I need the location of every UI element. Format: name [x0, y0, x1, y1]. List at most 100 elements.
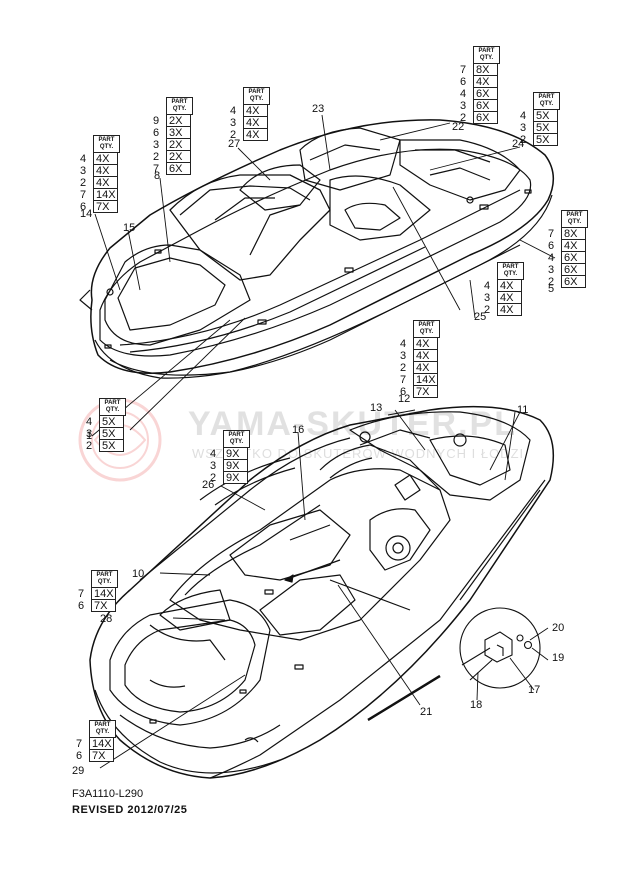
qty-row-quantity: 7X	[89, 750, 114, 762]
qty-row-quantity: 5X	[99, 440, 124, 452]
qty-row-quantity: 4X	[473, 76, 498, 88]
qty-row-quantity: 5X	[533, 110, 558, 122]
qty-row-code: 2	[80, 177, 87, 189]
qty-row: 9 2X	[153, 115, 193, 127]
qty-row-code: 2	[400, 362, 407, 374]
qty-row-quantity: 4X	[243, 129, 268, 141]
qty-table-header: PART QTY.	[89, 720, 116, 738]
figure-code: F3A1110-L290	[72, 788, 144, 800]
qty-row-code: 3	[230, 117, 237, 129]
callout-11: 11	[517, 404, 529, 416]
qty-row-quantity: 9X	[223, 472, 248, 484]
qty-row-code: 2	[210, 472, 217, 484]
callout-16: 16	[292, 424, 305, 436]
qty-row-quantity: 7X	[413, 386, 438, 398]
qty-row-code: 3	[80, 165, 87, 177]
callout-1: 1	[86, 430, 93, 442]
qty-row-quantity: 5X	[533, 122, 558, 134]
qty-table-header: PART QTY.	[243, 87, 270, 105]
qty-row-code: 2	[153, 151, 160, 163]
qty-row-quantity: 5X	[533, 134, 558, 146]
qty-row-code: 6	[400, 386, 407, 398]
qty-row-code: 2	[230, 129, 237, 141]
qty-table-header: PART QTY.	[93, 135, 120, 153]
qty-row-code: 2	[460, 112, 467, 124]
qty-row-code: 6	[460, 76, 467, 88]
qty-row-quantity: 5X	[99, 428, 124, 440]
qty-row-quantity: 4X	[413, 338, 438, 350]
qty-row-code: 7	[76, 738, 83, 750]
qty-row-quantity: 14X	[91, 588, 116, 600]
qty-row: 7 14X	[76, 738, 116, 750]
qty-row-code: 3	[548, 264, 555, 276]
qty-row-code: 3	[460, 100, 467, 112]
qty-row-quantity: 6X	[561, 252, 586, 264]
qty-row-code: 7	[78, 588, 85, 600]
qty-row-code: 6	[78, 600, 85, 612]
qty-row-quantity: 7X	[91, 600, 116, 612]
qty-row-quantity: 4X	[561, 240, 586, 252]
qty-table-header: PART QTY.	[413, 320, 440, 338]
qty-row-quantity: 4X	[413, 362, 438, 374]
callout-15: 15	[123, 222, 136, 234]
qty-row: 2 9X	[210, 472, 250, 484]
callout-28: 28	[100, 613, 113, 625]
qty-table-t-bottom-left: PART QTY. 7 14X 6 7X	[76, 720, 116, 762]
qty-row-quantity: 6X	[561, 264, 586, 276]
qty-row-code: 6	[153, 127, 160, 139]
qty-row: 3 4X	[484, 292, 524, 304]
qty-row-quantity: 4X	[497, 292, 522, 304]
qty-row-quantity: 8X	[473, 64, 498, 76]
qty-row-quantity: 14X	[89, 738, 114, 750]
qty-row-code: 3	[484, 292, 491, 304]
qty-row-code: 7	[80, 189, 87, 201]
qty-table-header: PART QTY.	[166, 97, 193, 115]
qty-row-code: 3	[153, 139, 160, 151]
qty-row-code: 6	[76, 750, 83, 762]
qty-row-quantity: 3X	[166, 127, 191, 139]
qty-row-quantity: 5X	[99, 416, 124, 428]
qty-row-code: 9	[153, 115, 160, 127]
callout-26: 26	[202, 479, 215, 491]
callout-23: 23	[312, 103, 325, 115]
callout-19: 19	[552, 652, 565, 664]
hardware-detail	[459, 607, 541, 689]
qty-table-header: PART QTY.	[473, 46, 500, 64]
qty-table-header: PART QTY.	[533, 92, 560, 110]
qty-row-code: 6	[80, 201, 87, 213]
qty-row-quantity: 14X	[413, 374, 438, 386]
qty-row-code: 7	[460, 64, 467, 76]
revision-date: REVISED 2012/07/25	[72, 804, 188, 816]
qty-row-code: 3	[210, 460, 217, 472]
qty-row-quantity: 4X	[497, 304, 522, 316]
qty-row-quantity: 2X	[166, 115, 191, 127]
callout-17: 17	[528, 684, 541, 696]
callout-21: 21	[420, 706, 433, 718]
qty-table-header: PART QTY.	[561, 210, 588, 228]
